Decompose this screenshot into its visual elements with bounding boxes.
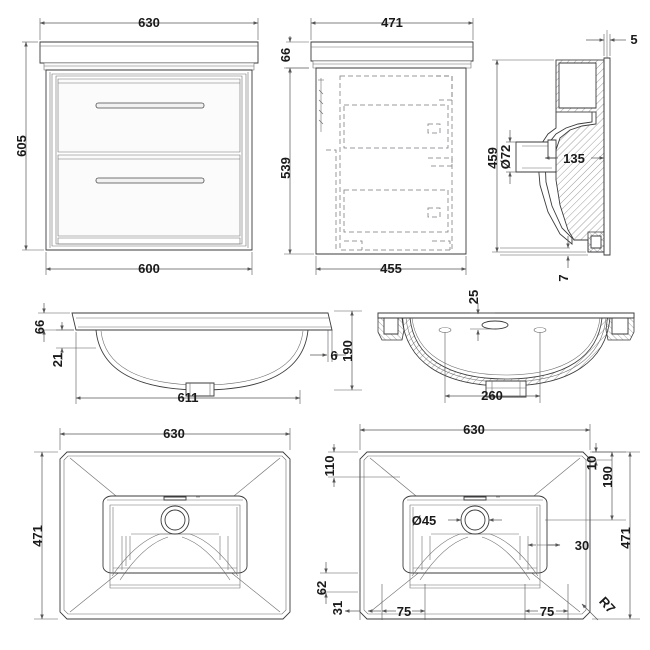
view-basin-plan-left (34, 428, 291, 620)
dim-label-75-left: 75 (397, 604, 411, 619)
dim-label-6: 6 (330, 348, 337, 363)
view-basin-front (38, 303, 362, 404)
dim-label-110: 110 (322, 456, 337, 477)
dim-label-190-basin: 190 (340, 340, 355, 362)
dim-label-diam-45: Ø45 (412, 513, 437, 528)
dim-label-75-right: 75 (540, 604, 554, 619)
dim-label-31: 31 (330, 601, 345, 615)
dim-label-630-plan-right: 630 (463, 422, 485, 437)
dim-label-66-side: 66 (278, 48, 293, 62)
dim-label-10: 10 (584, 456, 599, 470)
dim-label-7: 7 (556, 274, 571, 281)
view-basin-plan-right (320, 424, 640, 621)
dim-label-62: 62 (314, 581, 329, 595)
dim-label-r7: R7 (596, 594, 618, 616)
dim-label-471-plan-right: 471 (618, 527, 633, 549)
dim-label-66-basin: 66 (32, 320, 47, 334)
dim-label-30: 30 (575, 538, 589, 553)
dim-label-630-plan-left: 630 (163, 426, 185, 441)
dim-label-471-plan-left: 471 (30, 525, 45, 547)
dim-label-diam-72: Ø72 (498, 145, 513, 170)
dimension-labels: 630 605 600 471 66 539 455 5 459 Ø72 135… (14, 15, 638, 619)
dim-label-135: 135 (563, 151, 585, 166)
dim-label-459: 459 (485, 147, 500, 169)
dim-label-5: 5 (630, 32, 637, 47)
dim-label-471-side: 471 (381, 15, 403, 30)
dim-label-21: 21 (50, 353, 65, 367)
dim-label-539: 539 (278, 157, 293, 179)
view-front-elevation (22, 18, 259, 275)
view-basin-section (377, 303, 635, 403)
view-side-elevation (284, 18, 474, 275)
dim-label-190-plan-right: 190 (600, 466, 615, 488)
dim-label-605: 605 (14, 135, 29, 157)
dim-label-455: 455 (380, 261, 402, 276)
dim-label-600: 600 (138, 261, 160, 276)
dim-label-611: 611 (178, 390, 199, 405)
dim-label-630-front: 630 (138, 15, 160, 30)
dim-label-25: 25 (466, 290, 481, 304)
view-section-bracket (492, 30, 626, 268)
dim-label-260: 260 (481, 388, 503, 403)
